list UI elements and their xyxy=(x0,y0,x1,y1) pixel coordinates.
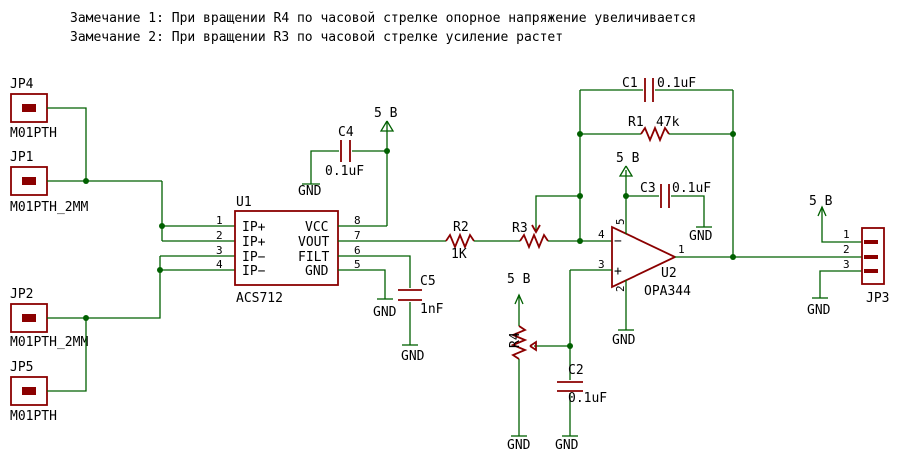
c2-ref: C2 xyxy=(568,363,584,378)
c5-value: 1nF xyxy=(420,302,444,317)
u1-pin2-num: 2 xyxy=(216,229,223,242)
capacitor-c4: GND C4 0.1uF xyxy=(298,125,390,199)
r2-ref: R2 xyxy=(453,220,469,235)
u1-value: ACS712 xyxy=(236,291,283,306)
u1-pin7-name: VOUT xyxy=(298,235,329,250)
connector-jp1: JP1 M01PTH_2MM xyxy=(10,150,88,215)
u1-pin8-num: 8 xyxy=(354,214,361,227)
jp5-value: M01PTH xyxy=(10,409,57,424)
connector-jp2: JP2 M01PTH_2MM xyxy=(10,287,88,350)
u2-pin-inv: 4 xyxy=(598,228,605,241)
jp3-pin3: 3 xyxy=(843,258,850,271)
jp2-ref: JP2 xyxy=(10,287,33,302)
r3-ref: R3 xyxy=(512,221,528,236)
c1-ref: C1 xyxy=(622,76,638,91)
u2-gnd-label: GND xyxy=(612,333,636,348)
u2-value: OPA344 xyxy=(644,284,691,299)
jp5-ref: JP5 xyxy=(10,360,33,375)
jp3-pin1: 1 xyxy=(843,228,850,241)
u1-pin8-name: VCC xyxy=(305,220,328,235)
u1-pin5-num: 5 xyxy=(354,258,361,271)
u2-plus: + xyxy=(614,264,622,279)
output-wiring: 5 В GND xyxy=(675,194,862,318)
u2-supply-label: 5 В xyxy=(616,151,640,166)
jp3-gnd-label: GND xyxy=(807,303,831,318)
c5-gnd-label: GND xyxy=(401,349,425,364)
u2-pin-vcc: 5 xyxy=(614,218,627,225)
jp2-value: M01PTH_2MM xyxy=(10,335,88,350)
u1-pin3-num: 3 xyxy=(216,244,223,257)
u1-pin5-name: GND xyxy=(305,264,329,279)
u1-pin3-name: IP− xyxy=(242,250,266,265)
jp4-value: M01PTH xyxy=(10,126,57,141)
jp1-ref: JP1 xyxy=(10,150,33,165)
note-2: Замечание 2: При вращении R3 по часовой … xyxy=(70,30,563,45)
u2-ref: U2 xyxy=(661,266,677,281)
u1-pin6-num: 6 xyxy=(354,244,361,257)
c5-ref: C5 xyxy=(420,274,436,289)
u2-pin-out: 1 xyxy=(678,243,685,256)
u2-pin-gnd: 2 xyxy=(614,285,627,292)
c3-value: 0.1uF xyxy=(672,181,711,196)
r1-ref: R1 xyxy=(628,115,644,130)
c2-value: 0.1uF xyxy=(568,391,607,406)
u1-gnd-label: GND xyxy=(373,305,397,320)
u1-pin1-name: IP+ xyxy=(242,220,266,235)
jp1-value: M01PTH_2MM xyxy=(10,200,88,215)
r1-value: 47k xyxy=(656,115,680,130)
u1-acs712: U1 ACS712 1 2 3 4 IP+ IP+ IP− IP− VCC VO… xyxy=(216,195,361,306)
feedback-network: C1 0.1uF R1 47k xyxy=(577,76,736,257)
u2-minus: − xyxy=(614,234,622,249)
jp3-pin2: 2 xyxy=(843,243,850,256)
connector-jp4: JP4 M01PTH xyxy=(10,77,57,141)
c4-gnd-label: GND xyxy=(298,184,322,199)
left-wiring xyxy=(47,107,235,392)
jp4-ref: JP4 xyxy=(10,77,34,92)
connector-jp3: 1 2 3 JP3 xyxy=(843,227,889,306)
c4-ref: C4 xyxy=(338,125,354,140)
r4-supply-label: 5 В xyxy=(507,272,531,287)
u1-right-wiring: 5 В GND xyxy=(338,106,446,320)
u2-opa344: − + 4 3 1 5 2 U2 OPA344 xyxy=(598,218,691,299)
note-1: Замечание 1: При вращении R4 по часовой … xyxy=(70,11,696,26)
r4-ref: R4 xyxy=(508,332,523,348)
c4-value: 0.1uF xyxy=(325,164,364,179)
c1-value: 0.1uF xyxy=(657,76,696,91)
r2-value: 1K xyxy=(451,247,467,262)
u1-pin7-num: 7 xyxy=(354,229,361,242)
r4-gnd-label: GND xyxy=(507,438,531,453)
u1-pin1-num: 1 xyxy=(216,214,223,227)
resistor-r2: R2 1K xyxy=(445,220,475,262)
c3-gnd-label: GND xyxy=(689,229,713,244)
c2-gnd-label: GND xyxy=(555,438,579,453)
u2-pin-noninv: 3 xyxy=(598,258,605,271)
u1-ref: U1 xyxy=(236,195,252,210)
c3-ref: C3 xyxy=(640,181,656,196)
connector-jp5: JP5 M01PTH xyxy=(10,360,57,424)
u1-pin4-num: 4 xyxy=(216,258,223,271)
u1-pin2-name: IP+ xyxy=(242,235,266,250)
jp3-ref: JP3 xyxy=(866,291,889,306)
reference-network: 5 В GND R4 GND C2 0.1uF xyxy=(507,269,612,453)
jp3-supply-label: 5 В xyxy=(809,194,833,209)
resistor-r3: R3 xyxy=(512,195,580,250)
u2-power: 5 В C3 0.1uF GND GND xyxy=(612,151,713,348)
u1-supply-label: 5 В xyxy=(374,106,398,121)
u1-pin6-name: FILT xyxy=(298,250,329,265)
capacitor-c5: C5 1nF GND xyxy=(398,274,444,364)
u1-pin4-name: IP− xyxy=(242,264,266,279)
